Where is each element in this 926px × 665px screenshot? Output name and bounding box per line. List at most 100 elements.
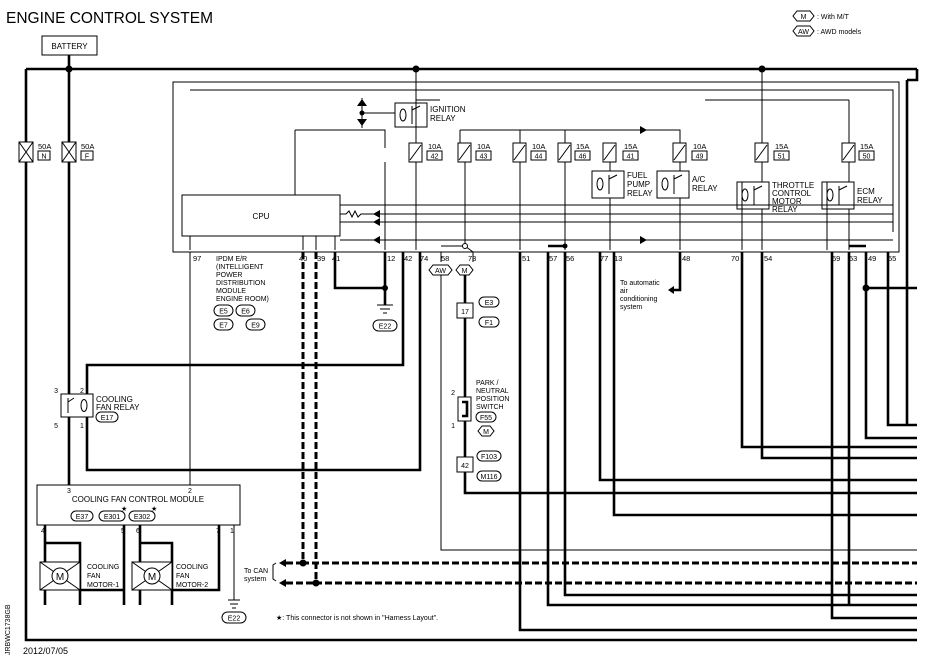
page-title: ENGINE CONTROL SYSTEM xyxy=(6,10,213,27)
svg-text:70: 70 xyxy=(731,254,739,263)
svg-text:3: 3 xyxy=(67,488,71,495)
option-m-tag: M xyxy=(455,264,474,276)
svg-text:49: 49 xyxy=(696,154,704,161)
svg-text:2: 2 xyxy=(451,390,455,397)
fuse-amp: 50A xyxy=(81,142,94,151)
svg-text:A/C: A/C xyxy=(692,175,706,184)
svg-text:13: 13 xyxy=(614,254,622,263)
svg-text:COOLING: COOLING xyxy=(96,395,133,404)
svg-text:49: 49 xyxy=(868,254,876,263)
svg-text:F1: F1 xyxy=(485,320,493,327)
svg-text:4: 4 xyxy=(41,528,45,535)
svg-text:MOTOR-2: MOTOR-2 xyxy=(176,582,208,589)
svg-text:E22: E22 xyxy=(228,616,241,623)
svg-text:E22: E22 xyxy=(379,324,392,331)
svg-text:FAN: FAN xyxy=(87,573,101,580)
svg-text:E6: E6 xyxy=(241,309,250,316)
ipdm-fuse-42: 10A 42 xyxy=(408,142,443,163)
svg-text:THROTTLE: THROTTLE xyxy=(772,181,814,190)
svg-text:SWITCH: SWITCH xyxy=(476,404,504,411)
svg-text:CONTROL: CONTROL xyxy=(772,189,812,198)
ipdm-fuse-50: 15A 50 xyxy=(841,142,875,163)
svg-text:48: 48 xyxy=(682,254,690,263)
side-code: JRBWC1738GB xyxy=(5,604,12,655)
svg-text:12: 12 xyxy=(387,254,395,263)
svg-text:39: 39 xyxy=(317,254,325,263)
svg-text:F103: F103 xyxy=(481,454,497,461)
svg-text:2: 2 xyxy=(80,388,84,395)
fuel-pump-relay: FUEL PUMP RELAY xyxy=(591,170,653,199)
svg-text:5: 5 xyxy=(54,423,58,430)
ground-e22-connector-2 xyxy=(221,611,247,624)
to-ac-label: To automatic air conditioning system xyxy=(620,280,660,311)
svg-text:FUEL: FUEL xyxy=(627,171,648,180)
junction-dot xyxy=(359,110,365,116)
svg-text:10A: 10A xyxy=(693,142,706,151)
svg-text:53: 53 xyxy=(849,254,857,263)
option-node xyxy=(462,243,468,249)
svg-text:COOLING: COOLING xyxy=(176,564,208,571)
legend-aw-code: AW xyxy=(798,29,809,36)
svg-text:air: air xyxy=(620,288,628,295)
fuse-id: F xyxy=(85,154,89,161)
svg-text:44: 44 xyxy=(535,154,543,161)
svg-text:DISTRIBUTION: DISTRIBUTION xyxy=(216,280,265,287)
ignition-relay: IGNITION RELAY xyxy=(394,102,466,128)
footnote: ★: This connector is not shown in "Harne… xyxy=(276,614,438,622)
svg-text:M: M xyxy=(483,429,489,436)
svg-text:★: ★ xyxy=(151,505,157,513)
svg-text:41: 41 xyxy=(627,154,635,161)
throttle-control-motor-relay: THROTTLE CONTROL MOTOR RELAY xyxy=(736,181,814,214)
ipdm-er-box xyxy=(172,81,900,253)
diode-icon xyxy=(373,210,380,244)
svg-text:COOLING: COOLING xyxy=(87,564,119,571)
svg-text:IPDM E/R: IPDM E/R xyxy=(216,256,247,263)
junction-dot xyxy=(862,284,870,292)
ipdm-fuse-44: 10A 44 xyxy=(512,142,547,163)
svg-text:57: 57 xyxy=(549,254,557,263)
svg-text:42: 42 xyxy=(461,463,469,470)
fuse-id: N xyxy=(41,154,46,161)
svg-text:50: 50 xyxy=(863,154,871,161)
ipdm-label: IPDM E/R (INTELLIGENT POWER DISTRIBUTION… xyxy=(216,256,269,303)
legend-m-text: : With M/T xyxy=(817,14,850,21)
svg-text:58: 58 xyxy=(441,254,449,263)
svg-text:RELAY: RELAY xyxy=(430,114,456,123)
svg-text:POWER: POWER xyxy=(216,272,242,279)
legend-m: M : With M/T xyxy=(792,10,850,22)
svg-text:PUMP: PUMP xyxy=(627,180,650,189)
motor-icon: M xyxy=(56,572,64,583)
to-can-label: To CAN system xyxy=(244,568,268,583)
option-aw-tag: AW xyxy=(428,264,453,276)
svg-text:MOTOR: MOTOR xyxy=(772,197,802,206)
svg-text:MODULE: MODULE xyxy=(216,288,246,295)
svg-text:17: 17 xyxy=(461,309,469,316)
svg-text:RELAY: RELAY xyxy=(692,184,718,193)
svg-text:RELAY: RELAY xyxy=(627,189,653,198)
svg-text:15A: 15A xyxy=(576,142,589,151)
cooling-fan-relay: 3 2 5 1 COOLING FAN RELAY E17 xyxy=(54,388,140,430)
svg-text:system: system xyxy=(244,576,266,583)
svg-text:E9: E9 xyxy=(251,323,260,330)
ipdm-fuse-46: 15A 46 xyxy=(557,142,591,163)
ipdm-fuse-43: 10A 43 xyxy=(457,142,492,163)
svg-text:FAN: FAN xyxy=(176,573,190,580)
svg-text:15A: 15A xyxy=(624,142,637,151)
svg-text:E301: E301 xyxy=(104,514,120,521)
svg-text:To CAN: To CAN xyxy=(244,568,268,575)
svg-text:55: 55 xyxy=(888,254,896,263)
arrow-icon xyxy=(279,559,286,587)
svg-text:1: 1 xyxy=(80,423,84,430)
diode-icon xyxy=(357,99,367,126)
svg-text:42: 42 xyxy=(404,254,412,263)
module-connectors: E37 E301 E302 ★ ★ xyxy=(70,505,157,522)
svg-text:6: 6 xyxy=(136,528,140,535)
svg-text:NEUTRAL: NEUTRAL xyxy=(476,388,509,395)
legend-m-code: M xyxy=(801,14,807,21)
fuse-50a-f: 50A F xyxy=(61,141,94,163)
svg-text:1: 1 xyxy=(451,423,455,430)
svg-text:77: 77 xyxy=(600,254,608,263)
svg-text:46: 46 xyxy=(579,154,587,161)
svg-text:F55: F55 xyxy=(480,415,492,422)
svg-text:IGNITION: IGNITION xyxy=(430,105,466,114)
